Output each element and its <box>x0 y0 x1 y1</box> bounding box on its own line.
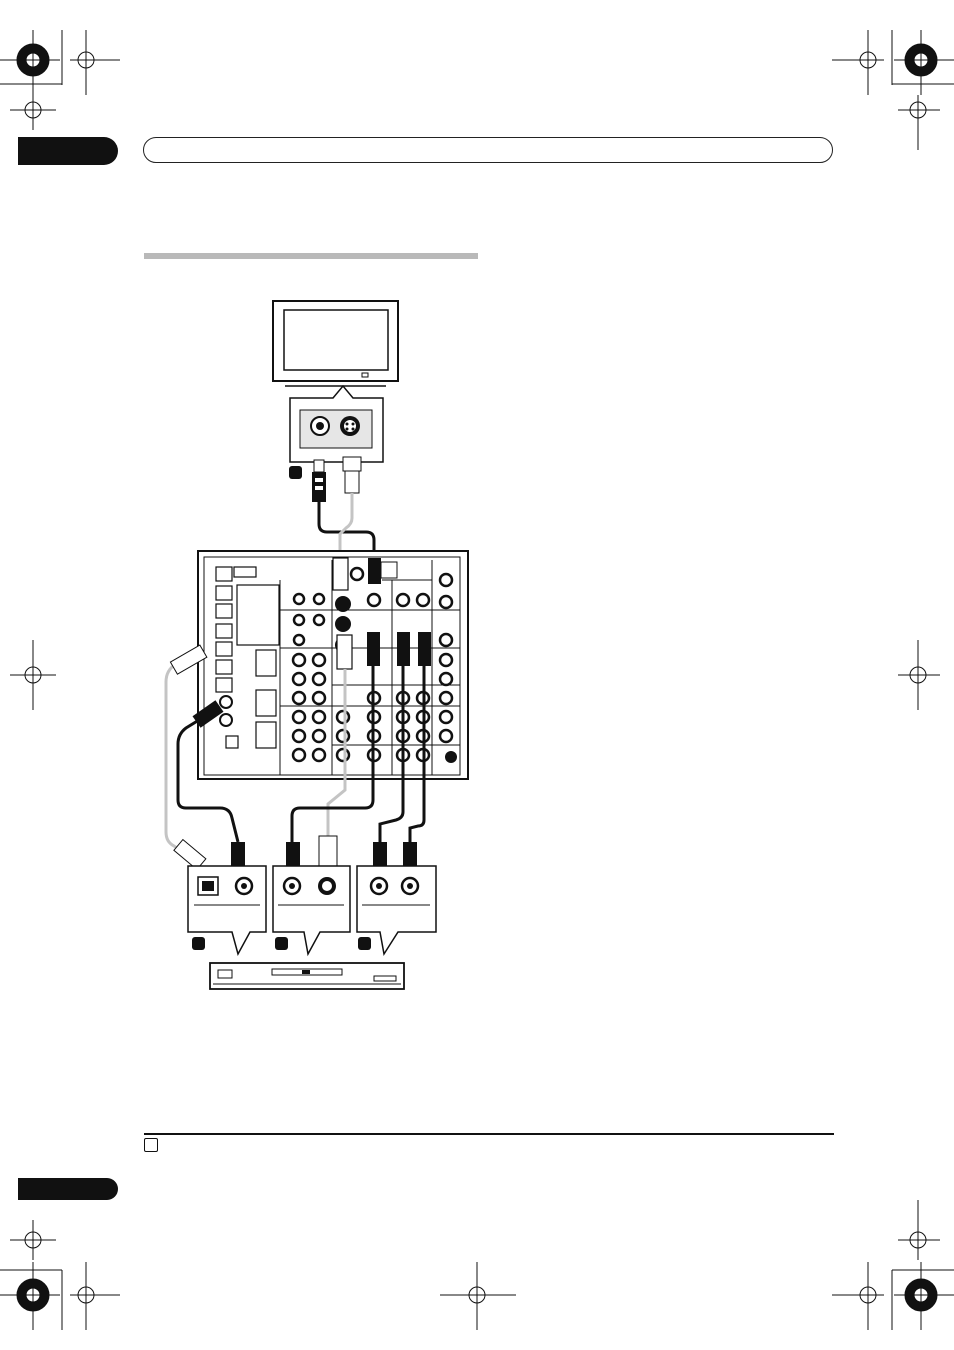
step-marker-audio <box>358 937 371 950</box>
reg-mark-left <box>10 640 56 710</box>
reg-mark-br <box>832 1200 954 1330</box>
note-icon <box>144 1138 158 1152</box>
receiver-video-plug <box>368 558 381 584</box>
cable-svideo-monitor <box>340 493 352 560</box>
step-marker-tv <box>289 466 302 479</box>
step-marker-digital <box>192 937 205 950</box>
receiver-svideo-plug <box>333 558 348 590</box>
dvd-player-illustration <box>210 963 404 989</box>
reg-mark-tl <box>0 30 120 130</box>
reg-mark-bottom <box>440 1262 516 1330</box>
cable-optical <box>166 654 196 856</box>
optical-plug-dvd <box>174 840 206 870</box>
page-number-tab <box>18 1178 118 1200</box>
svideo-plug-dvd <box>319 836 337 870</box>
reg-mark-right <box>898 640 940 710</box>
step-marker-video <box>275 937 288 950</box>
tv-illustration <box>273 301 398 386</box>
reg-mark-tr <box>832 30 954 150</box>
tv-svideo-plug <box>343 457 361 493</box>
registration-marks <box>0 30 954 1330</box>
note-divider <box>144 1133 834 1135</box>
reg-mark-bl <box>0 1220 120 1330</box>
tv-input-panel <box>290 386 383 462</box>
tv-video-plug <box>312 460 326 502</box>
